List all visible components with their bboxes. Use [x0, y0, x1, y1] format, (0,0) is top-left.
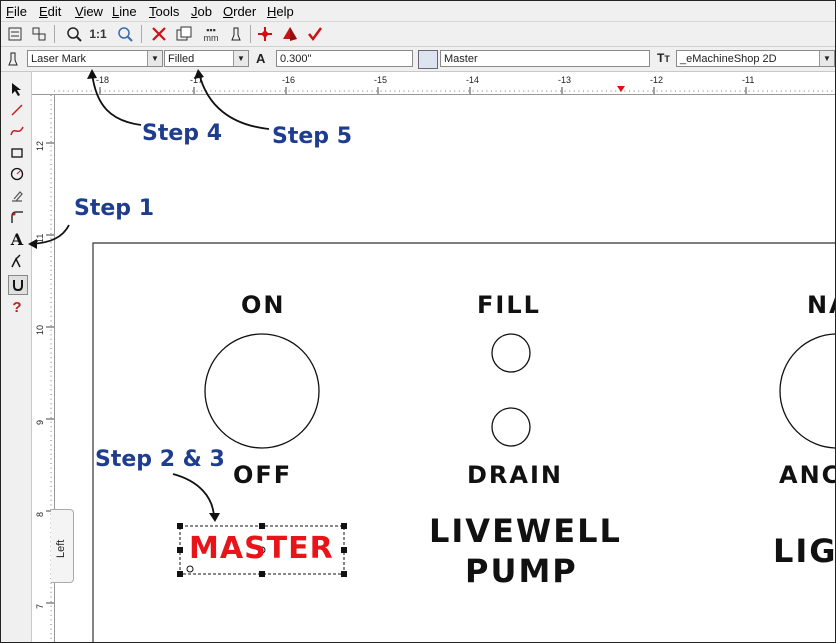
- select-arrow-icon[interactable]: [8, 80, 26, 98]
- panel-label-off: OFF: [233, 461, 293, 489]
- ruler-label: -11: [742, 75, 755, 85]
- step-4-annotation: Step 4: [142, 121, 222, 146]
- font-select[interactable]: _eMachineShop 2D ▼: [676, 50, 835, 67]
- duplicate-icon: [176, 26, 192, 41]
- ruler-label: -17: [190, 75, 204, 85]
- delete-button[interactable]: [149, 24, 169, 44]
- ruler-label: 9: [35, 419, 45, 425]
- chevron-down-icon[interactable]: ▼: [147, 51, 162, 66]
- delete-x-icon: [152, 27, 166, 41]
- panel-label-na: NA: [807, 291, 835, 319]
- panel-label-anc: ANC: [779, 461, 836, 489]
- zoom-out-button[interactable]: [115, 24, 135, 44]
- panel-label-livewell: LIVEWELL: [429, 512, 622, 550]
- rectangle-icon[interactable]: [8, 144, 26, 162]
- font-icon-label: T: [664, 54, 670, 64]
- tab-left-label: Left: [55, 539, 67, 558]
- left-toolbar: A ?: [1, 72, 32, 642]
- ruler-label: -14: [466, 75, 480, 85]
- crosshair-icon: [258, 27, 272, 41]
- menu-edit[interactable]: Edit: [39, 4, 62, 19]
- laser-pen-icon: [8, 52, 18, 66]
- magnifier-icon: [118, 27, 133, 42]
- chevron-down-icon[interactable]: ▼: [233, 51, 248, 66]
- ruler-label: 10: [35, 324, 45, 335]
- step-1-annotation: Step 1: [74, 196, 154, 221]
- text-icon[interactable]: A: [10, 229, 24, 249]
- curve-icon[interactable]: [8, 122, 26, 140]
- dimension-icon: ▪▪▪: [206, 25, 216, 35]
- menu-job[interactable]: Job: [191, 4, 212, 19]
- corner-icon[interactable]: [8, 208, 26, 226]
- ruler-label: -16: [282, 75, 296, 85]
- step-2-3-annotation: Step 2 & 3: [95, 447, 225, 472]
- zoom-in-button[interactable]: [64, 24, 84, 44]
- main-toolbar: 1:1 ▪▪▪mm: [1, 22, 835, 47]
- menu-order[interactable]: Order: [223, 4, 257, 19]
- check-design-button[interactable]: [305, 24, 325, 44]
- circle-icon[interactable]: [8, 165, 26, 183]
- zoom-ratio-button[interactable]: 1:1: [89, 27, 107, 41]
- ruler-label: 11: [35, 233, 45, 243]
- menu-help[interactable]: Help: [267, 4, 294, 19]
- tab-left[interactable]: Left: [51, 509, 74, 583]
- crosshair-button[interactable]: [255, 24, 275, 44]
- line-icon[interactable]: [8, 101, 26, 119]
- ruler-label: 7: [35, 603, 45, 609]
- fill-select[interactable]: Filled ▼: [164, 50, 249, 67]
- laser-button[interactable]: [226, 24, 246, 44]
- font-value: _eMachineShop 2D: [680, 53, 777, 65]
- panel-label-master[interactable]: MASTER: [189, 531, 334, 566]
- panel-label-on: ON: [241, 291, 286, 319]
- ruler-label: -18: [96, 75, 110, 85]
- menu-file[interactable]: File: [6, 4, 27, 19]
- group-button[interactable]: [29, 24, 49, 44]
- panel-label-lig: LIG: [773, 532, 836, 570]
- laser-pen-icon: [231, 27, 241, 41]
- mm-label: mm: [203, 33, 219, 43]
- property-toolbar: Laser Mark ▼ Filled ▼ A 0.300" Master TT…: [1, 47, 835, 72]
- color-name-input[interactable]: Master: [440, 50, 650, 67]
- units-button[interactable]: ▪▪▪mm: [201, 24, 221, 44]
- chevron-down-icon[interactable]: ▼: [819, 51, 834, 66]
- panel-drawing: [92, 242, 835, 642]
- panel-label-fill: FILL: [477, 291, 541, 319]
- font-icon: TT: [657, 51, 670, 65]
- eraser-icon[interactable]: [8, 187, 26, 205]
- properties-icon: [8, 27, 22, 41]
- color-swatch-icon[interactable]: [418, 50, 438, 69]
- menu-line[interactable]: Line: [112, 4, 137, 19]
- line-type-select[interactable]: Laser Mark ▼: [27, 50, 163, 67]
- fill-value: Filled: [168, 53, 195, 65]
- drawing-canvas[interactable]: ON FILL NA OFF DRAIN ANC MASTER LIVEWELL…: [55, 95, 835, 642]
- ruler-label: -13: [558, 75, 572, 85]
- zoom-in-icon: [67, 27, 82, 42]
- ruler-label: 8: [35, 511, 45, 517]
- pick-icon[interactable]: [8, 252, 26, 270]
- text-height-icon: A: [256, 51, 266, 66]
- ruler-label: -15: [374, 75, 388, 85]
- menu-tools[interactable]: Tools: [149, 4, 180, 19]
- line-type-button[interactable]: [3, 49, 23, 69]
- menu-view[interactable]: View: [75, 4, 103, 19]
- text-height-input[interactable]: 0.300": [276, 50, 413, 67]
- magnet-icon[interactable]: [8, 275, 28, 295]
- checkmark-icon: [308, 27, 323, 42]
- properties-button[interactable]: [5, 24, 25, 44]
- menu-bar: File Edit View Line Tools Job Order Help: [1, 1, 835, 22]
- group-icon: [32, 27, 46, 41]
- line-type-value: Laser Mark: [31, 53, 87, 65]
- help-icon[interactable]: ?: [12, 298, 22, 316]
- ruler-label: 12: [35, 140, 45, 151]
- 3d-view-button[interactable]: [280, 24, 300, 44]
- panel-label-pump: PUMP: [465, 552, 578, 590]
- ruler-ticks: [54, 86, 835, 94]
- 3d-shape-icon: [283, 27, 297, 41]
- panel-label-drain: DRAIN: [467, 461, 563, 489]
- duplicate-button[interactable]: [174, 24, 194, 44]
- ruler-label: -12: [650, 75, 664, 85]
- step-5-annotation: Step 5: [272, 124, 352, 149]
- horizontal-ruler: -18 -17 -16 -15 -14 -13 -12 -11: [32, 72, 835, 95]
